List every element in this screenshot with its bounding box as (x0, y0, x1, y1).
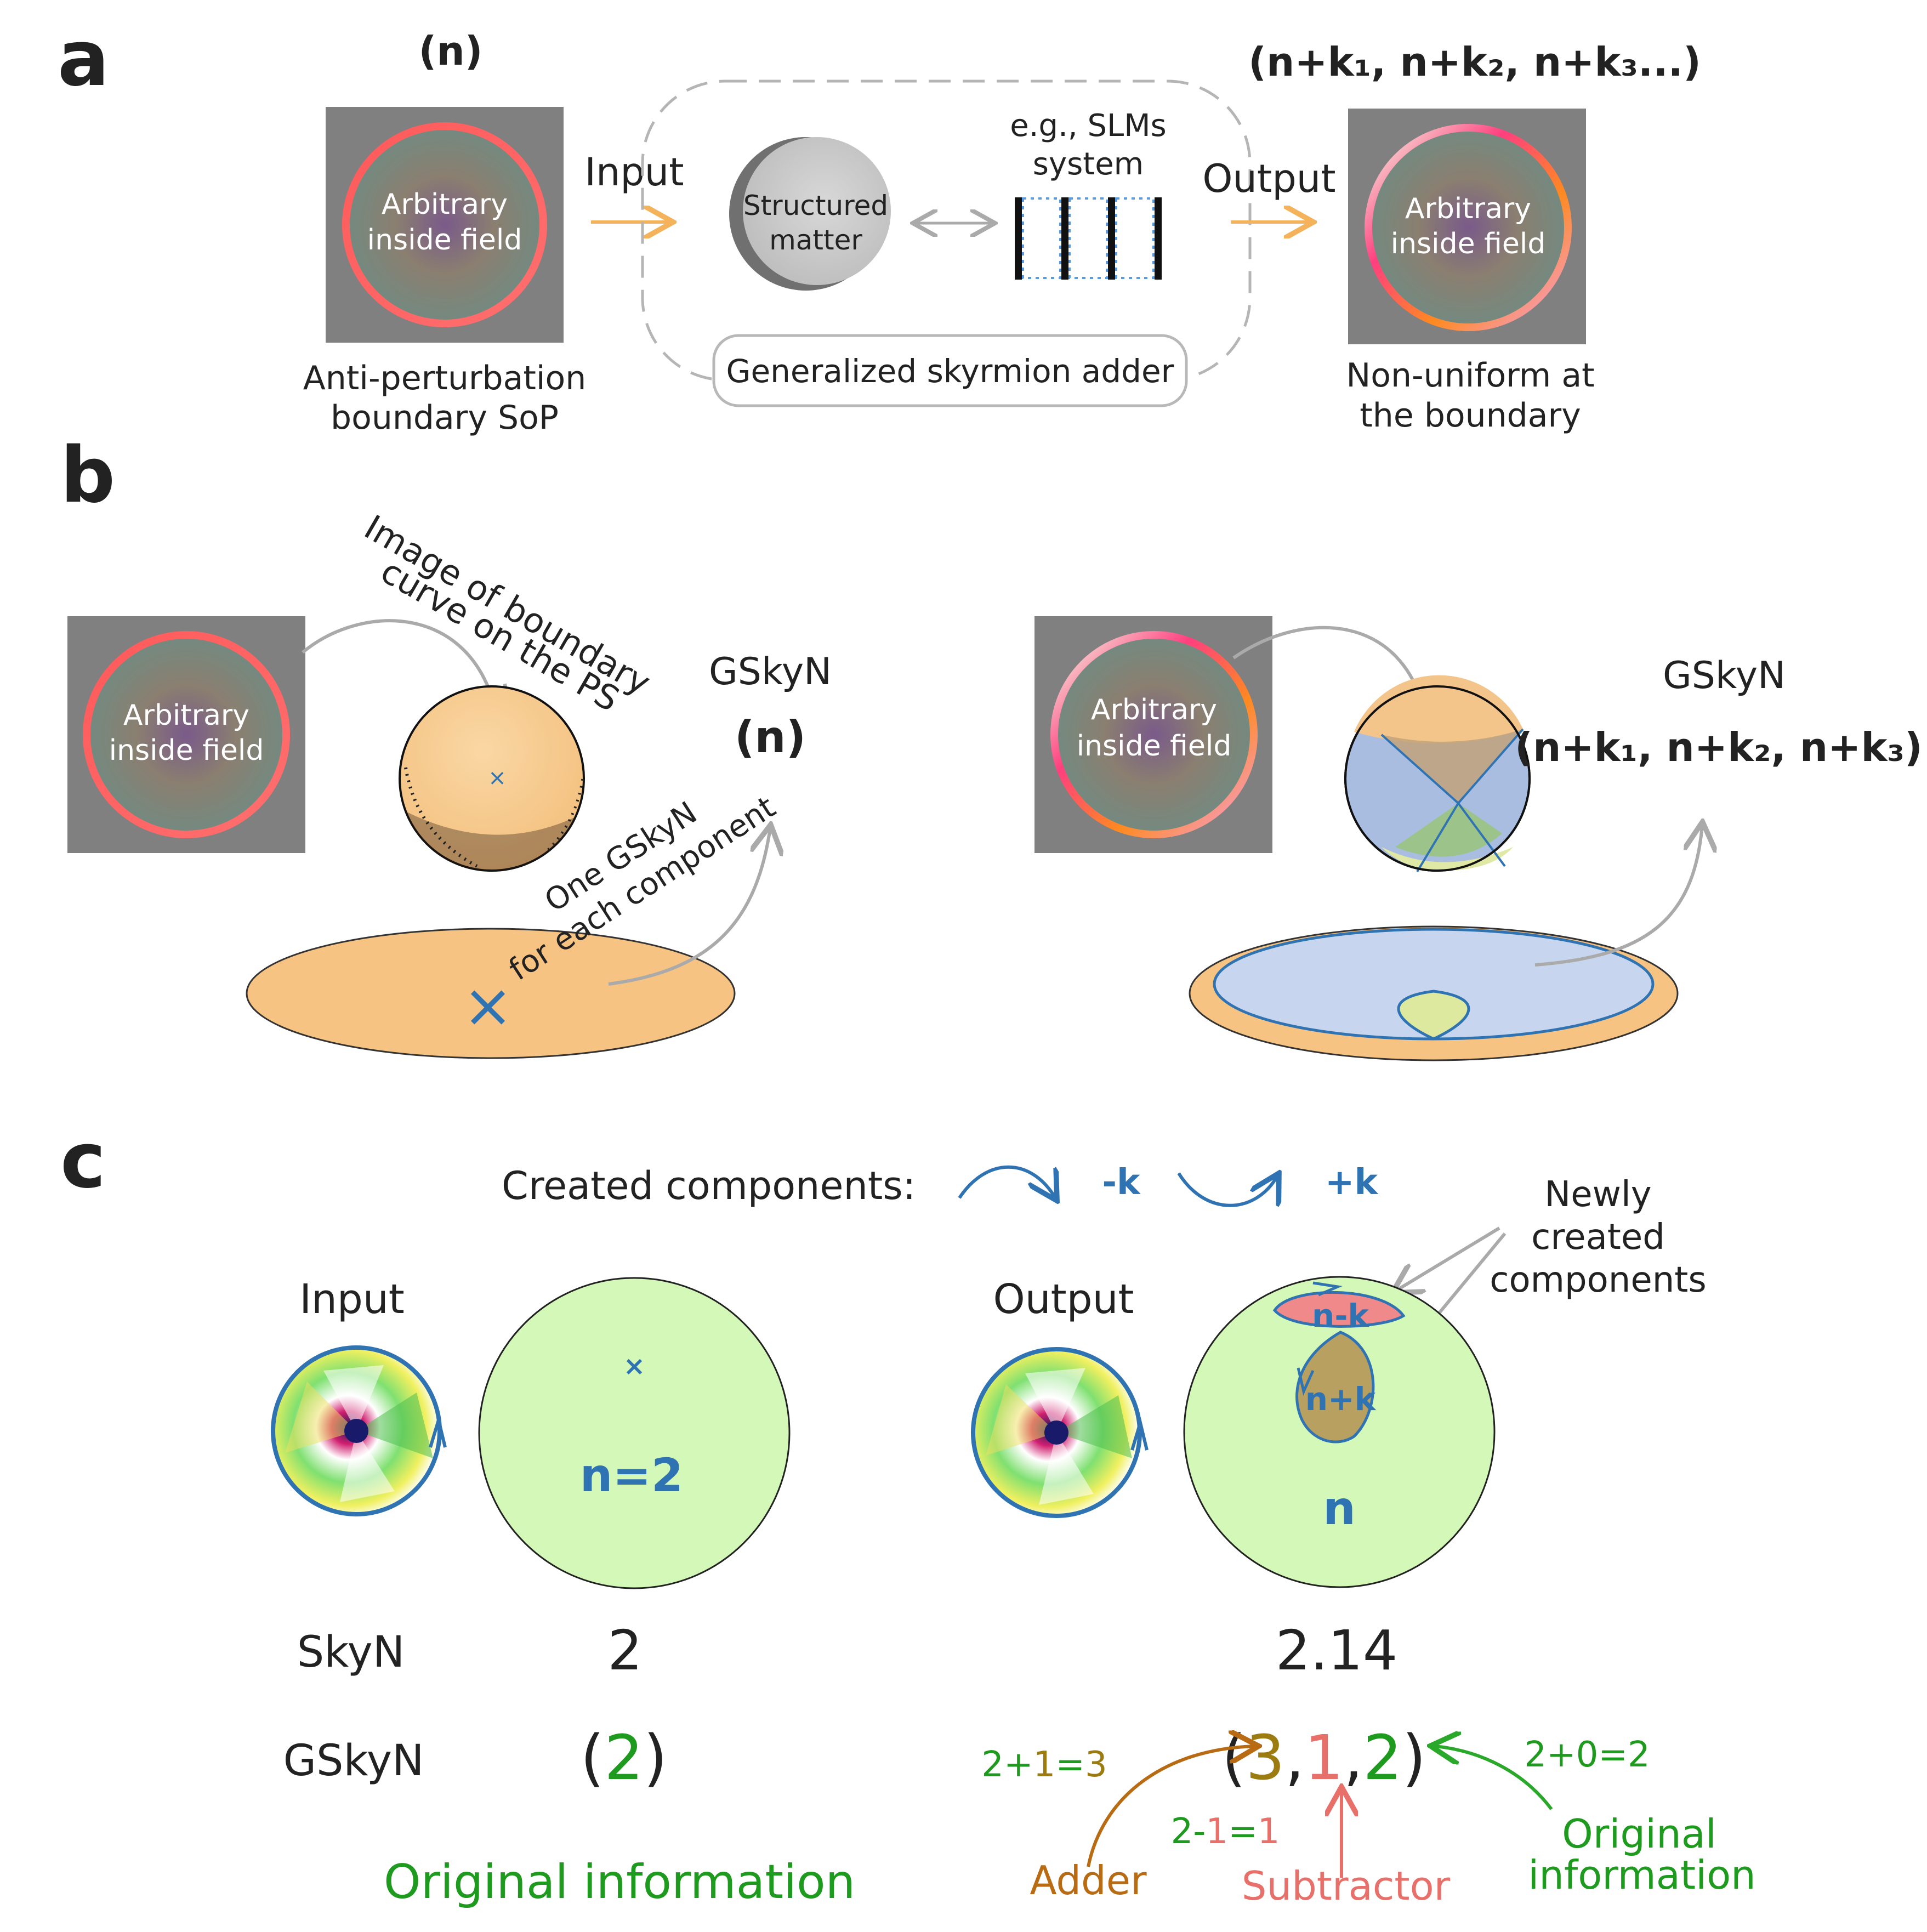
adder-word: Adder (1030, 1857, 1147, 1903)
input-caption-line1: Anti-perturbation (303, 359, 587, 397)
svg-text:×: × (623, 1351, 645, 1382)
c-output-sphere-projection: n-k n+k n (1183, 1276, 1496, 1588)
field-text-line1: Arbitrary (382, 188, 508, 221)
newly-arrow-1 (1395, 1226, 1500, 1291)
b-right-field-text-line1: Arbitrary (1091, 694, 1217, 726)
structured-matter-disc: Structured matter (729, 137, 891, 291)
input-field-image: Arbitrary inside field (326, 107, 564, 343)
b-left-mapping-arrow (302, 619, 496, 713)
output-caption-line2: the boundary (1360, 396, 1581, 435)
skyn-label: SkyN (297, 1628, 405, 1677)
panel-b-label: b (60, 431, 115, 520)
output-arrow-label: Output (1202, 156, 1335, 201)
gskyn-label: GSkyN (283, 1736, 424, 1786)
gskyn-output-tuple: (3,1,2) (1222, 1723, 1426, 1794)
original-right-line2: information (1528, 1852, 1756, 1898)
b-left-poincare-sphere: × (399, 685, 585, 872)
subtractor-word: Subtractor (1242, 1863, 1451, 1909)
n-minus-k-label: n-k (1312, 1297, 1369, 1334)
b-left-field-image: Arbitrary inside field (67, 616, 305, 853)
n-plus-k-label: n+k (1305, 1380, 1377, 1418)
matter-line1: Structured (743, 190, 888, 221)
b-right-field-text-line2: inside field (1077, 730, 1232, 763)
input-caption-line2: boundary SoP (331, 399, 559, 437)
skyn-output-value: 2.14 (1276, 1618, 1398, 1683)
adder-equation: 2+1=3 (981, 1745, 1107, 1785)
original-equation: 2+0=2 (1524, 1735, 1650, 1775)
created-components-label: Created components: (502, 1163, 916, 1208)
b-right-gskyn-value: (n+k₁, n+k₂, n+k₃) (1515, 724, 1923, 770)
svg-text:×: × (488, 765, 507, 791)
b-left-field-text-line2: inside field (109, 734, 264, 767)
original-arrow (1434, 1746, 1553, 1810)
adder-label-box (712, 334, 1188, 407)
curve-text-line1: Image of boundary (358, 507, 657, 703)
output-caption-line1: Non-uniform at (1346, 356, 1594, 395)
b-right-ellipse (1189, 925, 1679, 1061)
n-plus-k-region (1295, 1331, 1375, 1444)
slm-line2: system (1033, 146, 1144, 182)
c-input-sphere-projection: × n=2 (478, 1277, 791, 1589)
minus-k-arrow-icon (958, 1165, 1055, 1198)
n-minus-k-region (1272, 1291, 1406, 1328)
c-input-label: Input (299, 1276, 405, 1323)
c-output-n-label: n (1323, 1481, 1356, 1535)
minus-k-label: -k (1102, 1162, 1141, 1203)
input-arrow-label: Input (584, 150, 684, 195)
newly-line2: created (1531, 1217, 1665, 1258)
original-info-left: Original information (384, 1855, 855, 1910)
b-right-mapping-arrow (1232, 626, 1425, 715)
b-left-ellipse (246, 928, 736, 1059)
c-output-label: Output (993, 1276, 1134, 1323)
output-field-text-line2: inside field (1391, 228, 1546, 260)
svg-text:(2): (2) (581, 1723, 668, 1794)
b-left-field-text-line1: Arbitrary (123, 699, 249, 732)
output-field-image: Arbitrary inside field (1348, 109, 1586, 344)
b-left-component-arrow (608, 828, 770, 986)
gskyn-input-value: 2 (604, 1723, 643, 1794)
b-left-ellipse-cross: × (463, 970, 513, 1041)
adder-label: Generalized skyrmion adder (726, 353, 1174, 390)
field-text-line2: inside field (367, 224, 522, 257)
gskyn-input-tuple: (2) (581, 1723, 668, 1794)
adder-arrow (1087, 1746, 1255, 1867)
svg-text:(3,1,2): (3,1,2) (1222, 1723, 1426, 1794)
b-right-component-arrow (1534, 825, 1702, 967)
skyn-input-value: 2 (607, 1618, 643, 1683)
plus-k-label: +k (1325, 1162, 1379, 1203)
subtractor-equation: 2-1=1 (1171, 1811, 1280, 1852)
c-output-field-image (971, 1347, 1149, 1518)
tuple-value-adder: 3 (1246, 1723, 1284, 1794)
b-left-gskyn-value: (n) (735, 712, 806, 763)
original-right-line1: Original (1562, 1811, 1716, 1857)
newly-line3: components (1490, 1260, 1706, 1300)
slm-line1: e.g., SLMs (1010, 108, 1166, 144)
newly-line1: Newly (1544, 1174, 1651, 1215)
b-right-poincare-sphere (1344, 675, 1531, 873)
c-input-field-image (271, 1345, 447, 1516)
c-input-n-label: n=2 (580, 1448, 684, 1502)
output-index-label: (n+k₁, n+k₂, n+k₃...) (1248, 39, 1701, 85)
plus-k-arrow-icon (1177, 1173, 1277, 1206)
input-index-label: (n) (418, 28, 482, 74)
tuple-value-subtractor: 1 (1304, 1723, 1343, 1794)
tuple-value-original: 2 (1363, 1723, 1402, 1794)
panel-a-label: a (58, 14, 109, 104)
slm-system-icon (1015, 197, 1162, 280)
b-right-field-image: Arbitrary inside field (1034, 616, 1272, 853)
panel-c-label: c (60, 1116, 106, 1206)
b-left-gskyn-label: GSkyN (709, 650, 832, 694)
matter-line2: matter (769, 224, 862, 256)
output-field-text-line1: Arbitrary (1405, 192, 1531, 225)
b-right-gskyn-label: GSkyN (1663, 654, 1786, 697)
